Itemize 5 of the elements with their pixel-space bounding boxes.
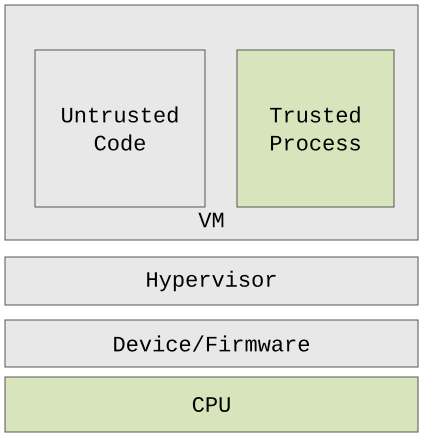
layer-bar: Device/Firmware <box>4 320 418 368</box>
layer-bar: Hypervisor <box>4 256 418 306</box>
process-box: Untrusted Code <box>34 50 206 208</box>
layer-bar: CPU <box>4 376 418 432</box>
process-box: Trusted Process <box>236 50 394 208</box>
